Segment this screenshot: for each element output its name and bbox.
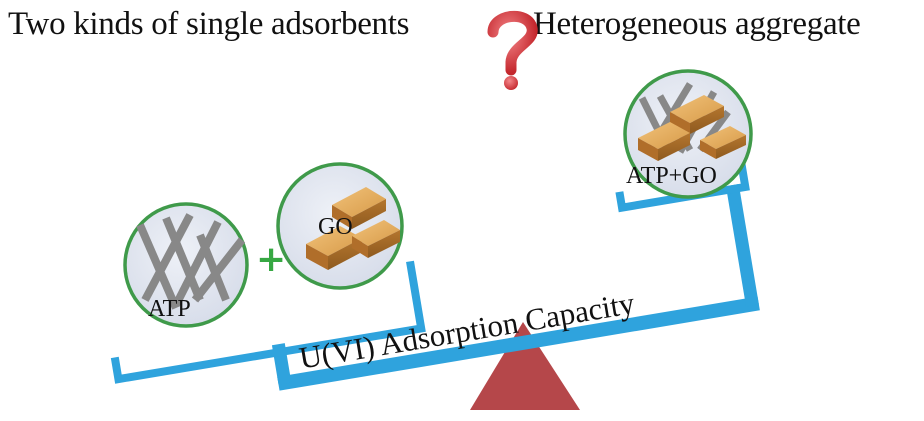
go-block-1 [332, 187, 386, 229]
composite-block-1 [670, 95, 724, 134]
atp-label: ATP [148, 296, 191, 322]
left-pan-tray [110, 260, 426, 384]
composite-block-3 [700, 126, 746, 159]
composite-block-2 [638, 122, 690, 161]
atp-circle: ATP [123, 202, 249, 328]
atp-go-label: ATP+GO [626, 163, 717, 189]
go-circle: GO [276, 162, 404, 290]
go-label: GO [318, 214, 353, 240]
beam-bar [277, 296, 760, 391]
atp-go-circle: ATP+GO [623, 69, 753, 199]
right-post [725, 184, 759, 307]
atp-rods [136, 213, 246, 310]
go-block-3 [352, 220, 400, 258]
fulcrum-triangle [470, 322, 580, 410]
question-mark-icon [487, 10, 538, 90]
single-adsorbents-heading: Two kinds of single adsorbents [8, 6, 410, 42]
heterogeneous-aggregate-heading: Heterogeneous aggregate [533, 6, 861, 42]
